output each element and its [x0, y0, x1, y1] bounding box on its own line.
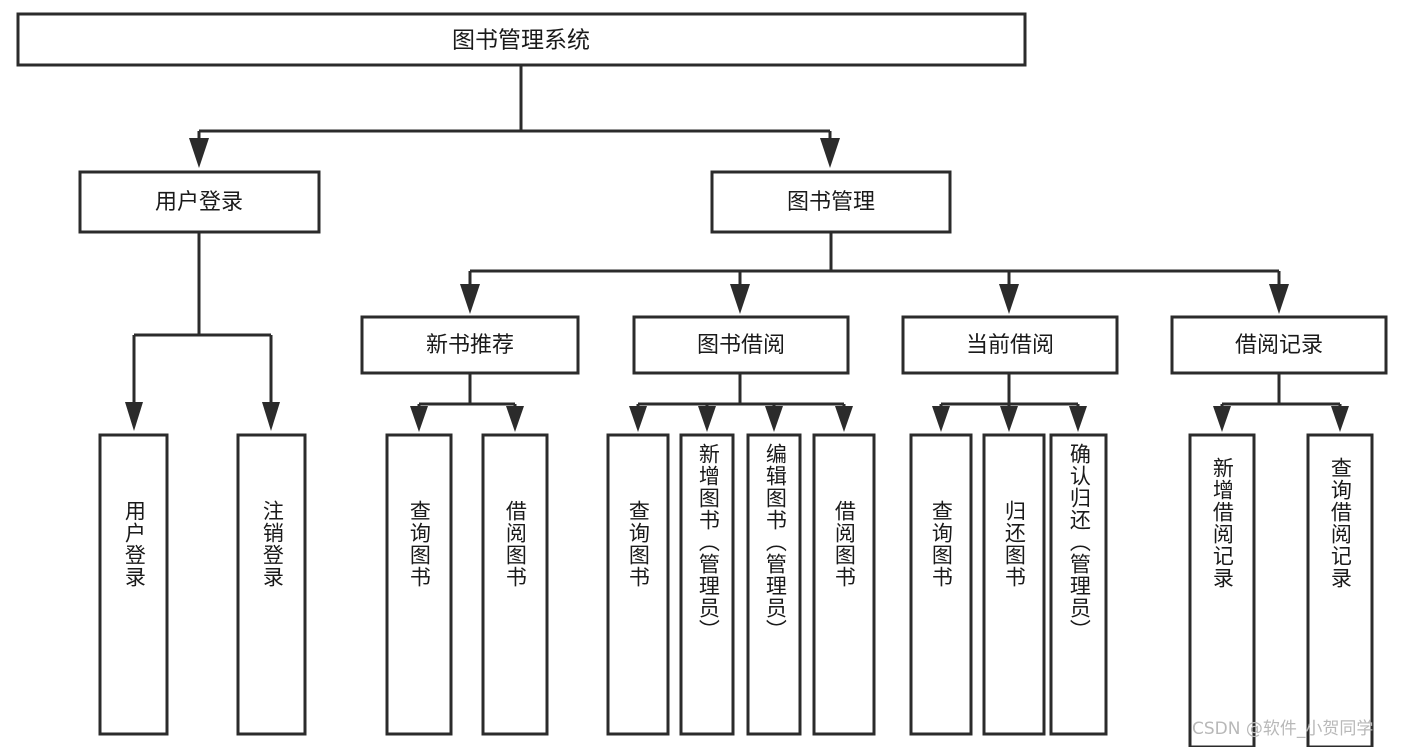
- arrow-head-leaf-query-book-2: [629, 406, 647, 432]
- node-current-borrow-rect[interactable]: [901, 315, 1119, 375]
- node-leaf-borrow-book-1-rect[interactable]: [481, 433, 549, 736]
- node-root[interactable]: 图书管理系统: [16, 12, 1027, 67]
- connector-group-current-borrow: [932, 373, 1087, 432]
- arrow-head-leaf-query-book-3: [932, 406, 950, 432]
- node-current-borrow-label: 当前借阅: [966, 333, 1054, 358]
- arrow-head-leaf-borrow-book-2: [835, 406, 853, 432]
- node-book-manage-rect[interactable]: [710, 170, 952, 234]
- arrow-head-leaf-query-record: [1331, 406, 1349, 432]
- node-leaf-query-book-1-rect[interactable]: [385, 433, 453, 736]
- arrow-head-book-borrow: [730, 284, 750, 314]
- node-leaf-borrow-book-2-rect[interactable]: [812, 433, 876, 736]
- arrow-head-current-borrow: [999, 284, 1019, 314]
- connector-group-borrow-record: [1213, 373, 1349, 432]
- node-book-manage-label: 图书管理: [787, 190, 875, 215]
- node-book-borrow-rect[interactable]: [632, 315, 850, 375]
- node-leaf-confirm-return-rect[interactable]: [1049, 433, 1108, 736]
- node-leaf-user-login-rect[interactable]: [98, 433, 169, 736]
- arrow-head-borrow-record: [1269, 284, 1289, 314]
- node-new-book-rec-rect[interactable]: [360, 315, 580, 375]
- node-root-rect[interactable]: [16, 12, 1027, 67]
- node-user-login[interactable]: 用户登录: [78, 170, 321, 234]
- connector-group-root: [189, 65, 840, 168]
- arrow-head-leaf-query-book-1: [410, 406, 428, 432]
- node-leaf-user-logout-rect[interactable]: [236, 433, 307, 736]
- arrow-head-leaf-user-logout: [262, 402, 280, 431]
- node-new-book-rec[interactable]: 新书推荐: [360, 315, 580, 375]
- connector-group-book-borrow: [629, 373, 853, 432]
- leaf-boxes: [98, 433, 1374, 747]
- arrow-head-leaf-edit-book: [765, 406, 783, 432]
- node-leaf-return-book-rect[interactable]: [982, 433, 1046, 736]
- node-borrow-record-rect[interactable]: [1170, 315, 1388, 375]
- arrow-head-leaf-add-record: [1213, 406, 1231, 432]
- arrow-head-leaf-borrow-book-1: [506, 406, 524, 432]
- arrow-head-leaf-return-book: [1000, 406, 1018, 432]
- node-book-manage[interactable]: 图书管理: [710, 170, 952, 234]
- node-current-borrow[interactable]: 当前借阅: [901, 315, 1119, 375]
- node-leaf-add-book-rect[interactable]: [679, 433, 735, 736]
- csdn-watermark: CSDN @软件_小贺同学: [1192, 719, 1374, 739]
- node-user-login-rect[interactable]: [78, 170, 321, 234]
- arrow-head-book-manage: [820, 138, 840, 168]
- node-leaf-query-book-2-rect[interactable]: [606, 433, 670, 736]
- connector-group-book-manage: [460, 232, 1289, 314]
- arrow-head-leaf-confirm-return: [1069, 406, 1087, 432]
- node-leaf-query-book-3-rect[interactable]: [909, 433, 973, 736]
- node-book-borrow-label: 图书借阅: [697, 333, 785, 358]
- connector-group-user-login: [125, 232, 280, 431]
- node-leaf-query-record-rect[interactable]: [1306, 433, 1374, 747]
- connector-group-new-book-rec: [410, 373, 524, 432]
- arrow-head-user-login: [189, 138, 209, 168]
- arrow-head-leaf-add-book: [698, 406, 716, 432]
- node-new-book-rec-label: 新书推荐: [426, 333, 514, 358]
- arrow-head-new-book-rec: [460, 284, 480, 314]
- node-root-label: 图书管理系统: [452, 28, 590, 54]
- node-book-borrow[interactable]: 图书借阅: [632, 315, 850, 375]
- node-borrow-record-label: 借阅记录: [1235, 333, 1323, 358]
- node-leaf-add-record-rect[interactable]: [1188, 433, 1256, 747]
- node-borrow-record[interactable]: 借阅记录: [1170, 315, 1388, 375]
- arrow-head-leaf-user-login: [125, 402, 143, 431]
- node-leaf-edit-book-rect[interactable]: [746, 433, 802, 736]
- node-user-login-label: 用户登录: [155, 190, 243, 215]
